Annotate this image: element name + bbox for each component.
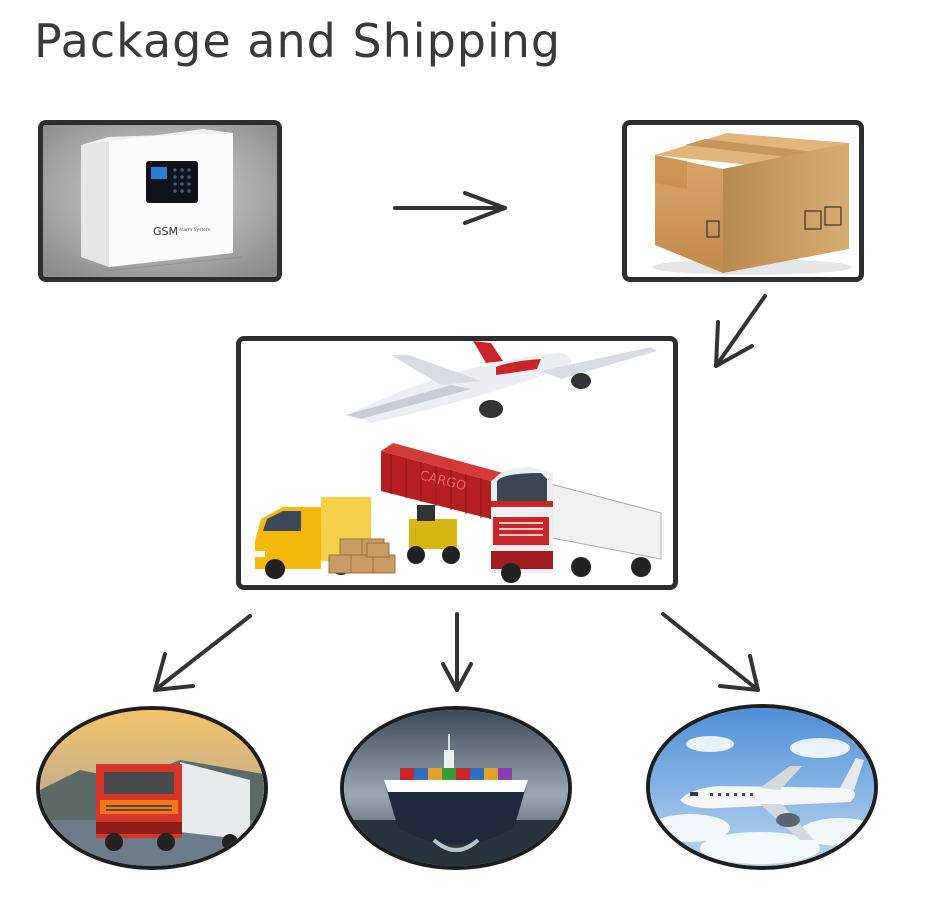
arrow-down-left (714, 294, 767, 368)
airplane-icon (346, 341, 657, 423)
cargo-logistics-icon: CARGO (241, 341, 673, 585)
road-transport-oval (36, 706, 268, 870)
arrow-right (393, 191, 507, 225)
arrow-to-ship (441, 612, 473, 692)
product-box-frame: GSM Alarm System (38, 120, 282, 282)
gsm-alarm-box-icon: GSM Alarm System (43, 125, 277, 277)
cargo-ship-icon (344, 710, 568, 866)
product-box-sublabel: Alarm System (179, 227, 210, 233)
product-box-label: GSM (153, 225, 178, 238)
semi-truck (491, 467, 662, 583)
airplane-icon (650, 708, 874, 866)
arrow-to-plane (661, 612, 760, 692)
cardboard-box-frame (622, 120, 864, 282)
forklift (407, 505, 460, 564)
cargo-container: CARGO (381, 443, 503, 519)
parcel-boxes (328, 538, 396, 574)
sea-transport-oval (340, 706, 572, 870)
arrow-to-truck (153, 614, 252, 692)
logistics-frame: CARGO (236, 336, 678, 590)
page-title: Package and Shipping (34, 14, 562, 68)
air-transport-oval (646, 704, 878, 870)
truck-icon (40, 710, 264, 866)
cardboard-box-icon (627, 125, 859, 277)
